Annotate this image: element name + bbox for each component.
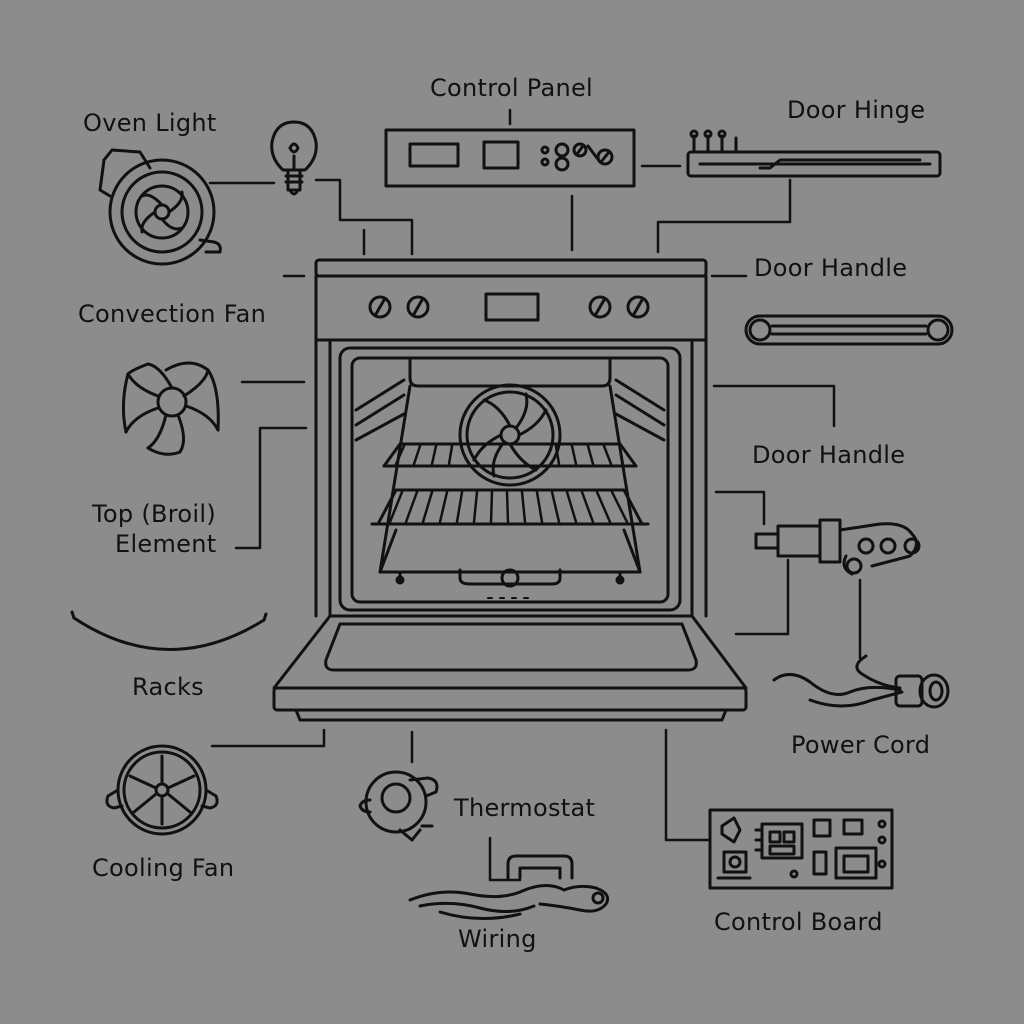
- power-cord-icon: [772, 654, 950, 709]
- convection-fan-back-icon: [458, 383, 562, 487]
- control-panel-icon: [384, 128, 636, 188]
- oven-display-icon: [484, 292, 540, 322]
- light-bulb-icon: [270, 120, 318, 196]
- racks-icon: [70, 610, 268, 651]
- label-door-handle-top: Door Handle: [754, 254, 908, 282]
- label-wiring: Wiring: [458, 925, 537, 953]
- label-control-board: Control Board: [714, 908, 883, 936]
- label-oven-light: Oven Light: [83, 109, 217, 137]
- thermostat-icon: [358, 770, 439, 842]
- oven-light-fan-housing-icon: [98, 148, 222, 266]
- label-cooling-fan: Cooling Fan: [92, 854, 235, 882]
- door-switch-icon: [754, 518, 921, 576]
- cooling-fan-icon: [105, 744, 219, 836]
- oven-body: [272, 258, 748, 722]
- upper-rack: [382, 442, 638, 468]
- label-convection-fan: Convection Fan: [78, 300, 267, 328]
- label-top-broil-line1: Top (Broil): [92, 500, 216, 528]
- oven-knob-icon: [368, 295, 650, 319]
- convection-fan-icon: [121, 361, 220, 456]
- door-handle-icon: [744, 314, 954, 346]
- label-door-handle-mid: Door Handle: [752, 441, 906, 469]
- lower-rack: [370, 488, 650, 526]
- door-hinge-icon: [686, 129, 942, 178]
- label-door-hinge: Door Hinge: [787, 96, 926, 124]
- label-control-panel: Control Panel: [430, 74, 594, 102]
- control-board-icon: [708, 808, 894, 890]
- label-racks: Racks: [132, 673, 204, 701]
- oven-door: [272, 614, 748, 722]
- wiring-icon: [408, 854, 610, 920]
- leader-lines: [208, 108, 862, 882]
- label-top-broil-line2: Element: [115, 530, 217, 558]
- label-thermostat: Thermostat: [454, 794, 596, 822]
- label-power-cord: Power Cord: [791, 731, 931, 759]
